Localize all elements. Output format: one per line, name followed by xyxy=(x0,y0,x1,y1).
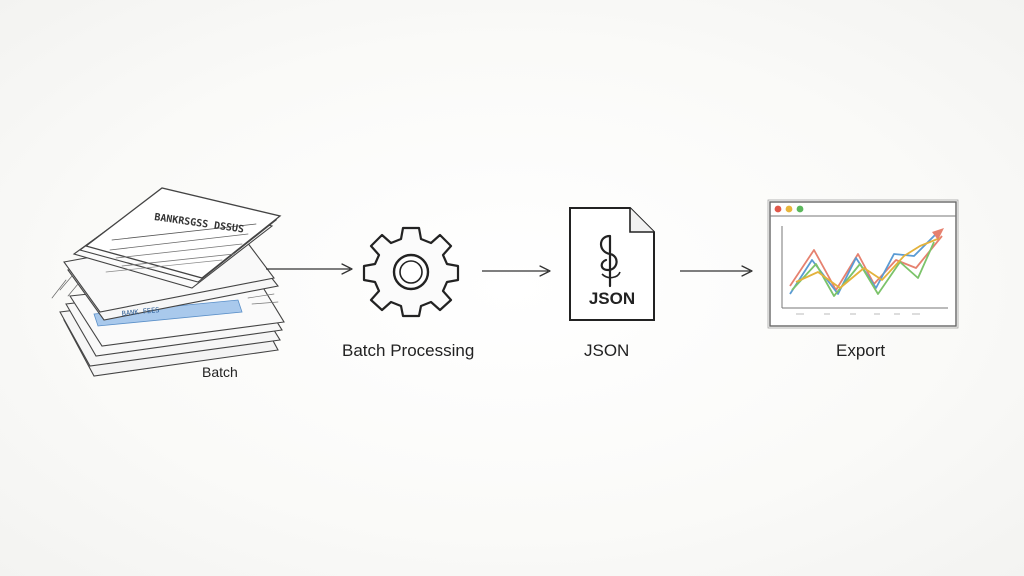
window-maximize-button xyxy=(796,205,804,213)
document-stamp: BANK FEES xyxy=(121,306,160,318)
gear-icon xyxy=(356,224,466,320)
batch-processing-label: Batch Processing xyxy=(342,341,475,360)
arrow-right-icon xyxy=(482,265,551,277)
chart-line xyxy=(791,241,935,297)
arrow-right-icon xyxy=(266,263,353,275)
json-file-text: JSON xyxy=(589,289,635,308)
json-label: JSON xyxy=(584,341,630,360)
chart-line xyxy=(795,237,941,289)
export-label: Export xyxy=(836,341,886,360)
chart-arrowhead xyxy=(932,228,944,240)
chart-window-icon xyxy=(766,198,960,332)
arrow-right-icon xyxy=(680,265,753,277)
json-file-icon: JSON xyxy=(566,204,658,324)
batch-label: Batch xyxy=(202,364,238,380)
window-close-button xyxy=(774,205,782,213)
document-stack-icon: BANKRSGSS DSSUS BANK FEES xyxy=(42,180,292,380)
window-minimize-button xyxy=(785,205,793,213)
